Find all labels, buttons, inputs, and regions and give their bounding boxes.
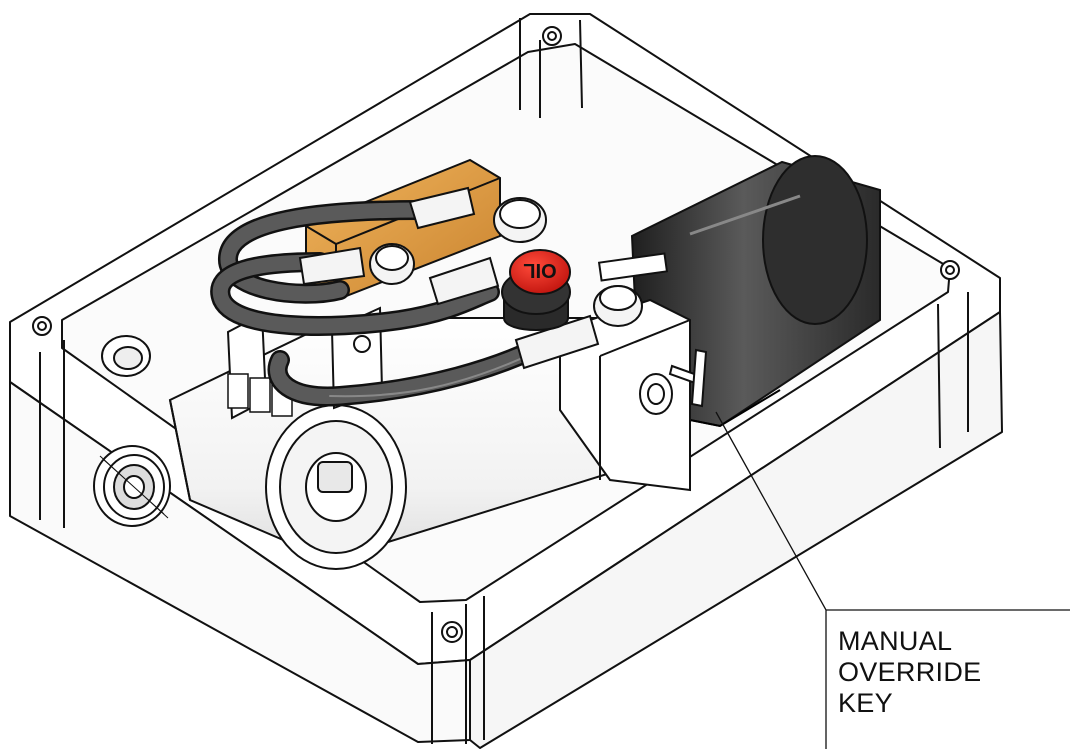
callout-leader-line	[715, 411, 1070, 749]
oil-filler-cap: OIL	[501, 249, 571, 331]
hydraulic-hoses	[210, 200, 570, 407]
corner-post-right	[937, 292, 969, 449]
breather-fitting-icon	[101, 335, 151, 377]
cable-gland-icon	[93, 445, 171, 527]
corner-post-left	[39, 340, 65, 528]
callout-label-manual-override-key: MANUAL OVERRIDE KEY	[838, 626, 1063, 719]
corner-post-front	[431, 596, 485, 744]
screw-holes	[32, 26, 960, 643]
pump-valve-block	[559, 298, 691, 492]
callout-line-2: OVERRIDE	[838, 657, 982, 687]
callout-line-3: KEY	[838, 688, 893, 718]
electric-motor	[597, 155, 881, 428]
manual-override-key	[668, 348, 708, 408]
oil-cap-label: OIL	[523, 259, 556, 281]
hose-fittings	[298, 186, 643, 370]
corner-post-back	[519, 18, 583, 118]
enclosure-front-right-wall	[469, 311, 1003, 749]
callout-line-1: MANUAL	[838, 626, 953, 656]
